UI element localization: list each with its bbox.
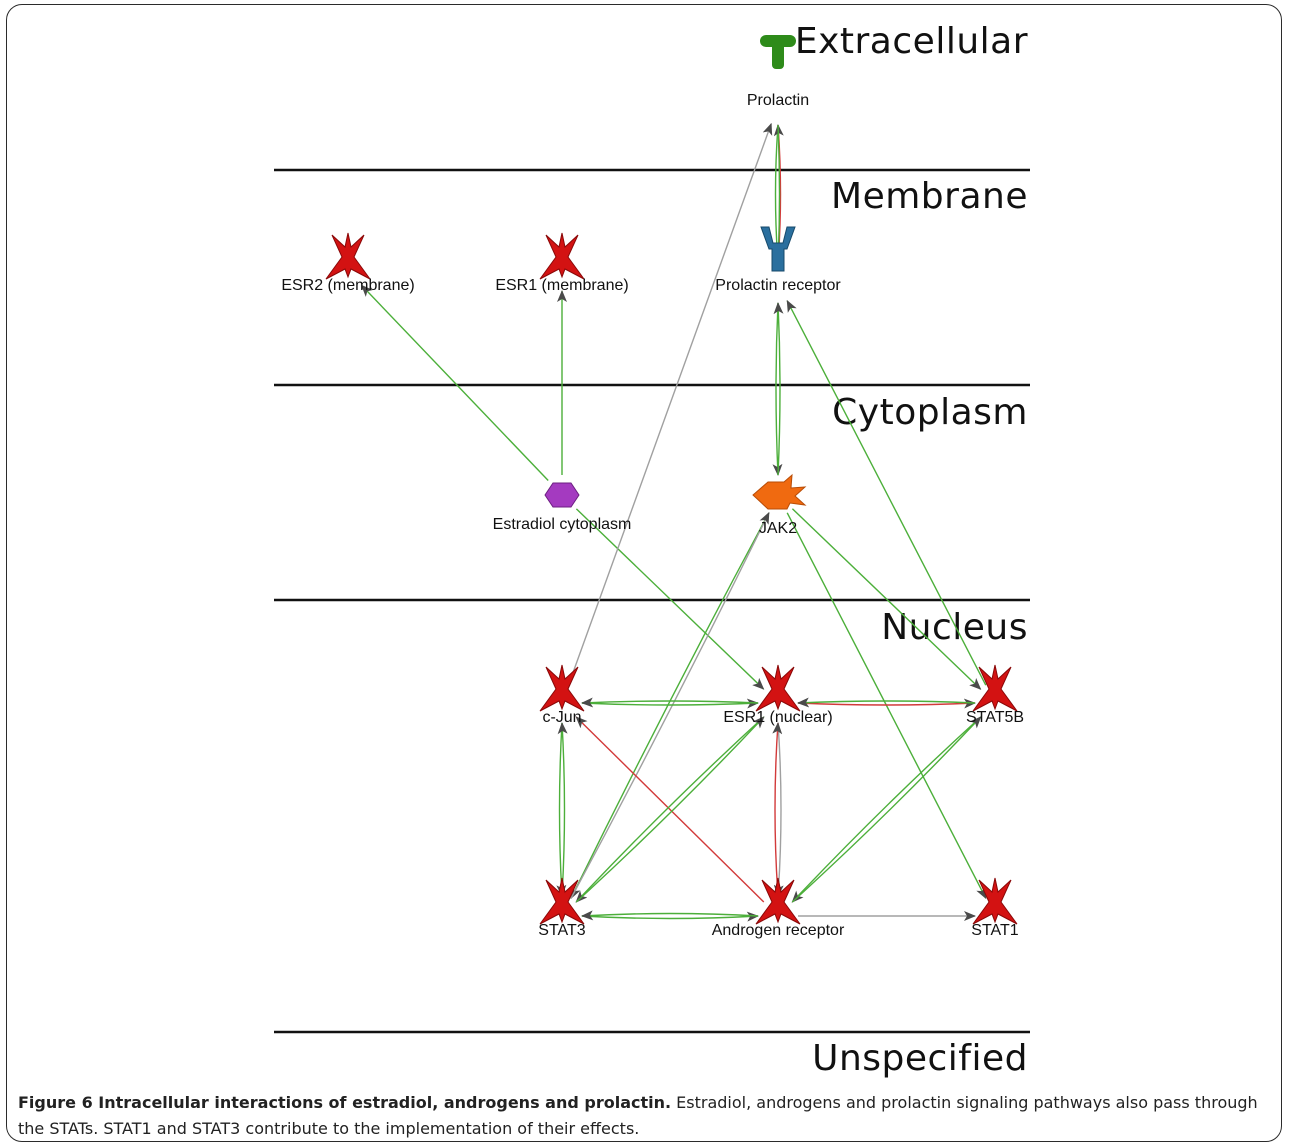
node-label-cjun: c-Jun [542,709,581,726]
hexagon-icon [544,482,580,508]
node-label-esr2m: ESR2 (membrane) [281,277,414,294]
node-esr1m[interactable]: ESR1 (membrane) [495,232,629,294]
receptor-star-icon [972,664,1018,712]
receptor-star-icon [755,877,801,925]
node-prlr[interactable]: Prolactin receptor [715,226,841,294]
band-label-membrane: Membrane [831,176,1028,217]
edge-ar-to-esr1n [772,722,783,897]
edge-cjun-to-prolactin [568,122,773,685]
edge-jak2-to-prlr [773,302,784,476]
band-label-extracellular: Extracellular [795,21,1028,62]
edge-prolactin-to-prlr [773,124,784,264]
node-estradiol[interactable]: Estradiol cytoplasm [493,482,632,533]
edge-stat5b-to-prlr [786,299,987,686]
node-prolactin[interactable]: Prolactin [747,35,809,109]
node-jak2[interactable]: JAK2 [752,473,807,537]
caption-title: Figure 6 Intracellular interactions of e… [18,1093,672,1112]
node-label-estradiol: Estradiol cytoplasm [493,516,632,533]
caption-text: Estradiol, androgens and prolactin signa… [18,1093,1258,1138]
edge-esr1n-to-stat3 [575,716,765,903]
figure-caption: Figure 6 Intracellular interactions of e… [18,1090,1268,1142]
edge-esr1n-to-cjun [581,697,759,708]
edge-cjun-to-stat3 [556,722,567,897]
band-dividers [274,168,1030,1034]
edge-stat3-to-esr1n [575,716,765,903]
edge-ar-to-stat3 [581,910,759,921]
receptor-star-icon [539,664,585,712]
receptor-star-icon [539,232,585,280]
node-ar[interactable]: Androgen receptor [712,877,845,939]
edge-esr1n-to-stat5b [797,698,976,709]
kinase-icon [752,473,807,510]
node-esr2m[interactable]: ESR2 (membrane) [281,232,415,294]
edge-cjun-to-esr1n [581,698,759,709]
node-esr1n[interactable]: ESR1 (nuclear) [723,664,833,726]
node-stat3[interactable]: STAT3 [538,877,586,939]
edge-stat3-to-ar [581,911,759,922]
band-labels: Extracellular Membrane Cytoplasm Nucleus… [795,21,1028,1079]
edge-stat5b-to-esr1n [797,697,976,708]
node-stat5b[interactable]: STAT5B [966,664,1024,726]
receptor-star-icon [539,877,585,925]
ligand-icon [760,35,796,69]
edge-prolactin-to-prlr [772,124,783,264]
band-label-unspecified: Unspecified [812,1038,1028,1079]
interaction-edges [361,122,987,922]
receptor-star-icon [325,232,371,280]
edge-stat5b-to-ar [791,716,982,903]
band-label-nucleus: Nucleus [881,607,1028,648]
node-label-prolactin: Prolactin [747,92,809,109]
edge-ar-to-cjun [575,716,765,903]
edge-ar-to-stat5b [791,716,982,903]
edge-prlr-to-jak2 [772,302,783,476]
node-label-stat1: STAT1 [971,922,1019,939]
node-label-jak2: JAK2 [759,520,797,537]
edge-stat3-to-jak2 [570,511,770,899]
receptor-star-icon [972,877,1018,925]
edge-estradiol-to-esr2m [361,284,549,481]
node-label-esr1n: ESR1 (nuclear) [723,709,832,726]
edge-esr1n-to-ar [773,722,784,897]
node-cjun[interactable]: c-Jun [539,664,585,726]
receptor-star-icon [755,664,801,712]
band-label-cytoplasm: Cytoplasm [832,392,1028,433]
edge-stat3-to-cjun [557,722,568,897]
node-label-ar: Androgen receptor [712,922,845,939]
node-label-stat3: STAT3 [538,922,586,939]
figure-frame [6,4,1282,1142]
receptor-y-icon [760,226,796,272]
edge-estradiol-to-esr1n [575,508,765,690]
edge-jak2-to-stat5b [791,508,982,690]
node-label-esr1m: ESR1 (membrane) [495,277,628,294]
node-label-prlr: Prolactin receptor [715,277,841,294]
node-label-stat5b: STAT5B [966,709,1024,726]
node-stat1[interactable]: STAT1 [971,877,1019,939]
